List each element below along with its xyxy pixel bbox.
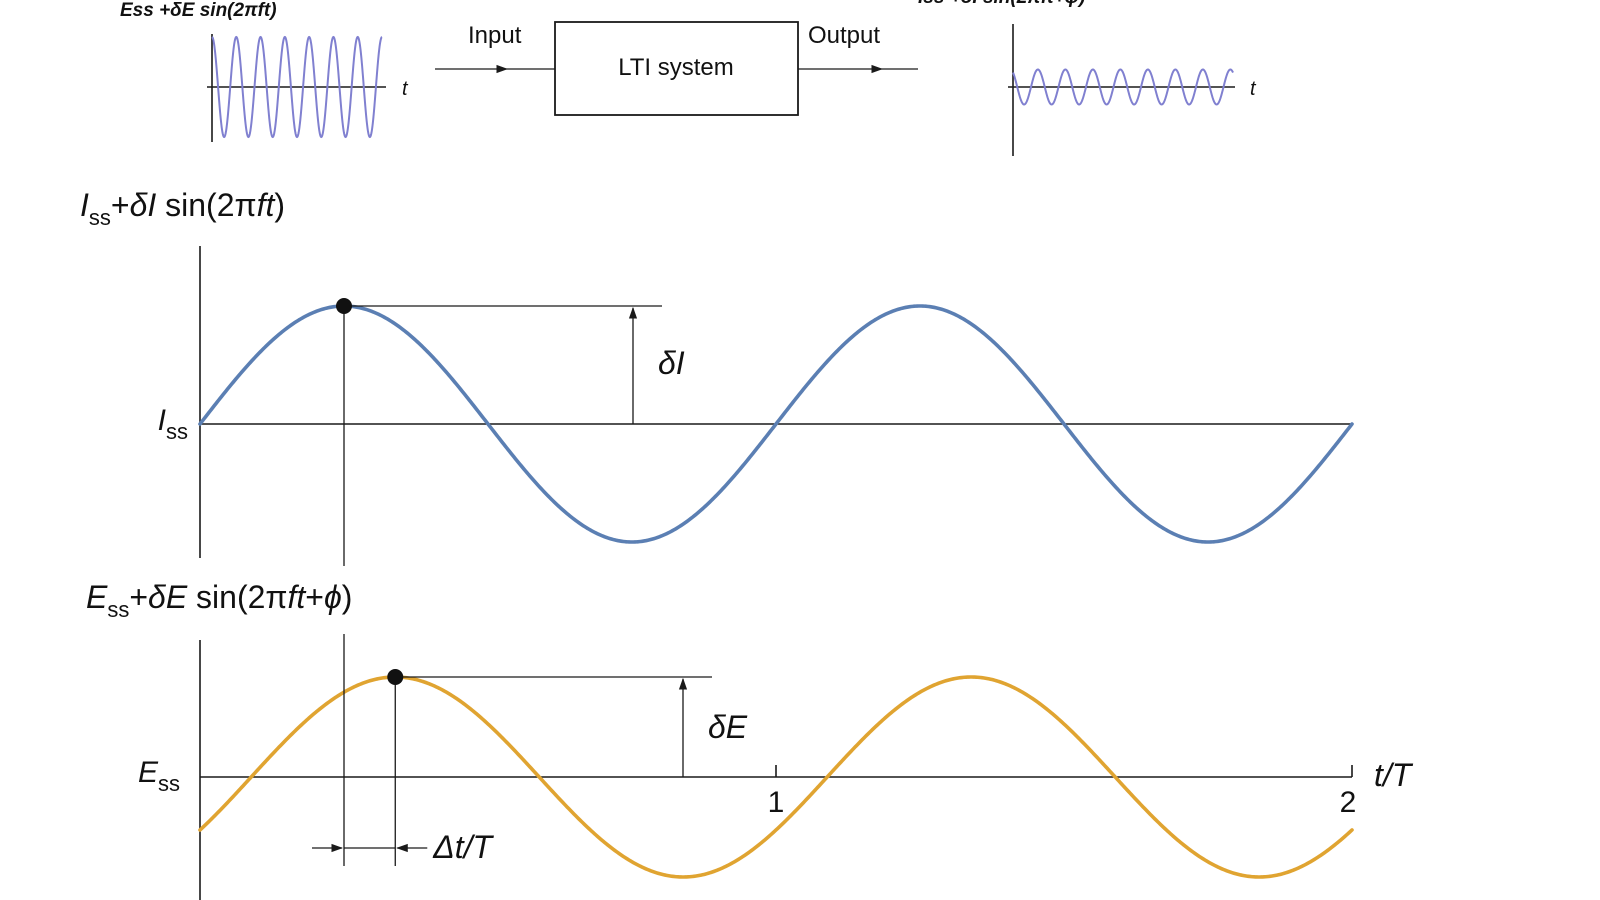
- current-panel-title: Iss+δI sin(2πft): [80, 187, 285, 230]
- voltage-panel: Ess+δE sin(2πft+ϕ) Ess 1 2 t/T δE Δt/T: [86, 579, 1414, 900]
- current-title-part-2: +: [111, 187, 130, 223]
- voltage-title-part-0: E: [86, 579, 108, 615]
- voltage-title-part-4: sin(2π: [187, 579, 287, 615]
- input-label: Input: [468, 22, 522, 49]
- lti-system-label: LTI system: [618, 54, 734, 81]
- input-mini-t-label: t: [402, 78, 409, 100]
- x-tick-label-1: 1: [768, 786, 785, 819]
- current-title-part-1: ss: [89, 205, 111, 230]
- lti-system-box: [554, 21, 799, 116]
- x-tick-label-2: 2: [1340, 786, 1357, 819]
- voltage-baseline-label: Ess: [138, 756, 180, 796]
- voltage-peak-marker: [387, 669, 404, 685]
- input-mini-wave: [211, 35, 383, 139]
- delta-t-label: Δt/T: [432, 829, 494, 865]
- current-title-part-3: δI: [130, 187, 157, 223]
- current-peak-marker: [336, 298, 352, 314]
- top-schematic: Ess +δE sin(2πft) t Input LTI system Out…: [120, 0, 1257, 156]
- voltage-title-part-2: +: [129, 579, 148, 615]
- current-panel: Iss+δI sin(2πft) Iss δI: [80, 187, 1354, 566]
- current-title-part-5: ft: [257, 187, 276, 223]
- current-title-part-0: I: [80, 187, 89, 223]
- voltage-title-part-1: ss: [107, 597, 129, 622]
- current-wave: [198, 304, 1354, 544]
- output-mini-wave: [1012, 68, 1234, 106]
- output-label: Output: [808, 22, 880, 49]
- voltage-title-part-7: ϕ: [324, 579, 342, 615]
- current-title-part-4: sin(2π: [156, 187, 256, 223]
- voltage-title-part-3: δE: [148, 579, 188, 615]
- current-amplitude-label: δI: [658, 345, 685, 381]
- voltage-amplitude-label: δE: [708, 709, 748, 745]
- voltage-title-part-5: ft: [287, 579, 306, 615]
- voltage-panel-title: Ess+δE sin(2πft+ϕ): [86, 579, 352, 622]
- current-baseline-label: Iss: [158, 404, 188, 444]
- input-signal-label: Ess +δE sin(2πft): [120, 0, 277, 21]
- output-mini-t-label: t: [1250, 78, 1257, 100]
- voltage-title-part-8: ): [342, 579, 353, 615]
- voltage-title-part-6: +: [305, 579, 324, 615]
- output-signal-label: Iss +δI sin(2πft+ϕ): [918, 0, 1085, 8]
- x-axis-label: t/T: [1374, 757, 1414, 793]
- current-title-part-6: ): [274, 187, 285, 223]
